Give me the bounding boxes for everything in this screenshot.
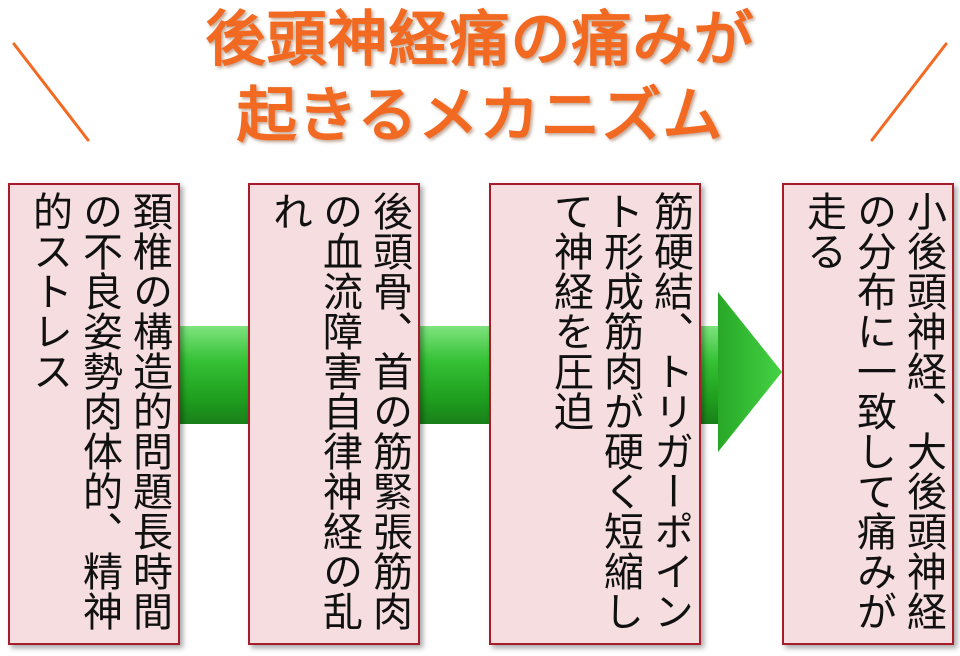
trigger-point-text: 筋硬結、トリガーポイント形成筋肉が硬く短縮して神経を圧迫 <box>547 191 693 631</box>
left-decorative-line <box>12 42 90 142</box>
trigger-point-box: 筋硬結、トリガーポイント形成筋肉が硬く短縮して神経を圧迫 <box>489 183 701 645</box>
muscle-tension-text: 後頭骨、首の筋緊張筋肉の血流障害自律神経の乱れ <box>266 191 412 631</box>
right-decorative-line <box>870 42 948 142</box>
nerve-pain-box: 小後頭神経、大後頭神経の分布に一致して痛みが走る <box>782 183 954 645</box>
cause-box: 頚椎の構造的問題長時間の不良姿勢肉体的、精神的ストレス <box>8 183 180 645</box>
arrow-head <box>718 292 782 452</box>
nerve-pain-text: 小後頭神経、大後頭神経の分布に一致して痛みが走る <box>800 191 946 631</box>
page-title: 後頭神経痛の痛みが 起きるメカニズム <box>0 2 960 154</box>
cause-text: 頚椎の構造的問題長時間の不良姿勢肉体的、精神的ストレス <box>26 191 172 631</box>
title-line-1: 後頭神経痛の痛みが <box>205 5 755 75</box>
muscle-tension-box: 後頭骨、首の筋緊張筋肉の血流障害自律神経の乱れ <box>248 183 420 645</box>
title-line-2: 起きるメカニズム <box>236 81 724 151</box>
